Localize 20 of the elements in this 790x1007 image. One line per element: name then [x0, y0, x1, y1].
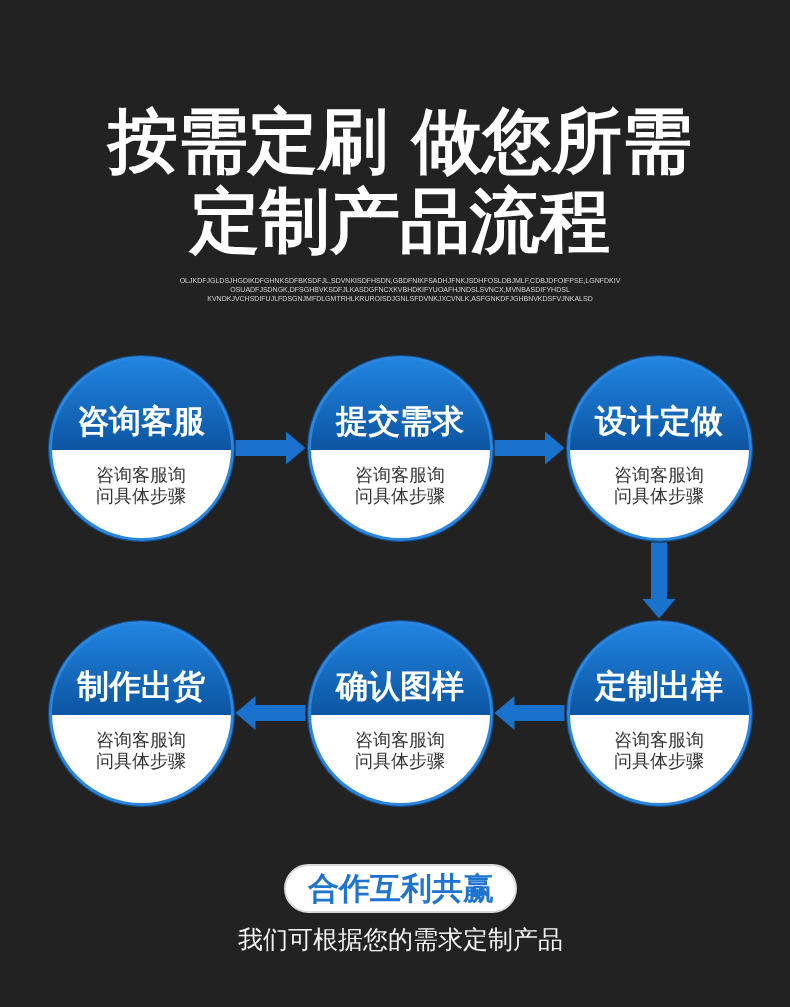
- step-title: 设计定做: [595, 400, 723, 441]
- step-description: 咨询客服询问具体步骤: [354, 729, 446, 771]
- arrow: [235, 696, 306, 730]
- step-title: 制作出货: [77, 665, 205, 706]
- tagline-text: 我们可根据您的需求定制产品: [237, 925, 563, 955]
- arrow: [494, 431, 565, 465]
- step-description: 咨询客服询问具体步骤: [95, 464, 187, 506]
- step-title: 定制出样: [595, 665, 723, 706]
- step-description: 咨询客服询问具体步骤: [613, 729, 705, 771]
- arrow: [494, 696, 565, 730]
- slogan-pill: 合作互利共赢: [284, 864, 517, 913]
- arrow: [642, 542, 676, 619]
- step-description: 咨询客服询问具体步骤: [95, 729, 187, 771]
- step-title: 确认图样: [336, 665, 464, 706]
- step-title: 提交需求: [336, 400, 464, 441]
- arrow: [235, 431, 306, 465]
- page-title: 按需定刷 做您所需定制产品流程: [105, 101, 694, 261]
- step-title: 咨询客服: [77, 400, 205, 441]
- step-description: 咨询客服询问具体步骤: [613, 464, 705, 506]
- step-description: 咨询客服询问具体步骤: [354, 464, 446, 506]
